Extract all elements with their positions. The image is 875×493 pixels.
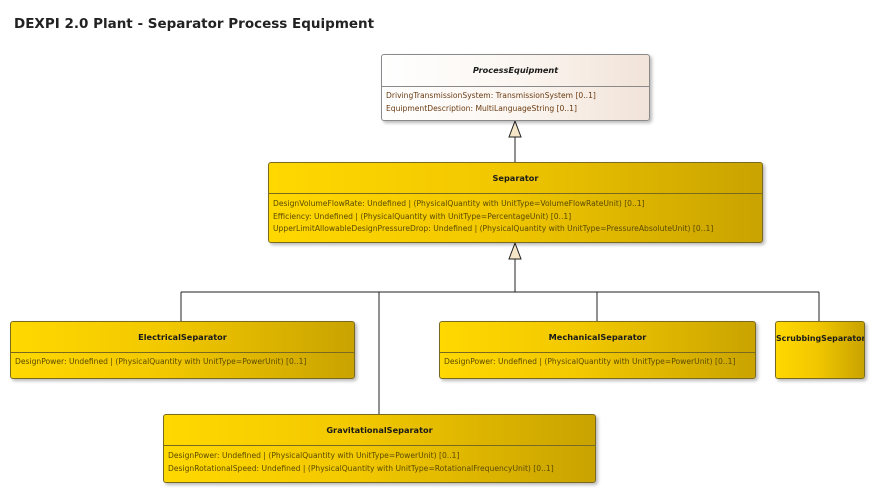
class-name: MechanicalSeparator [548, 332, 647, 342]
class-attributes: DesignPower: Undefined | (PhysicalQuanti… [164, 445, 595, 482]
class-attributes: DesignPower: Undefined | (PhysicalQuanti… [11, 352, 354, 378]
class-name: GravitationalSeparator [326, 425, 433, 435]
class-mechanicalseparator[interactable]: MechanicalSeparator DesignPower: Undefin… [439, 321, 756, 379]
attribute: DesignVolumeFlowRate: Undefined | (Physi… [273, 199, 645, 208]
attribute: Efficiency: Undefined | (PhysicalQuantit… [273, 211, 572, 221]
class-attributes: DesignPower: Undefined | (PhysicalQuanti… [440, 352, 755, 378]
class-gravitationalseparator[interactable]: GravitationalSeparator DesignPower: Unde… [163, 414, 596, 483]
class-name: ScrubbingSeparator [776, 334, 865, 343]
class-separator[interactable]: Separator DesignVolumeFlowRate: Undefine… [268, 162, 763, 243]
class-name: ProcessEquipment [472, 65, 559, 75]
diagram-title: DEXPI 2.0 Plant - Separator Process Equi… [14, 16, 375, 32]
class-attributes: DrivingTransmissionSystem: TransmissionS… [382, 86, 649, 120]
generalization-arrowhead-separator [508, 241, 522, 260]
attribute: DrivingTransmissionSystem: TransmissionS… [386, 91, 596, 100]
attribute: DesignPower: Undefined | (PhysicalQuanti… [168, 451, 460, 460]
class-name: Separator [492, 173, 539, 183]
class-processequipment[interactable]: ProcessEquipment DrivingTransmissionSyst… [381, 54, 650, 121]
generalization-arrowhead-processequipment [508, 119, 522, 138]
class-name: ElectricalSeparator [138, 332, 227, 342]
class-attributes: DesignVolumeFlowRate: Undefined | (Physi… [269, 193, 762, 242]
attribute: UpperLimitAllowableDesignPressureDrop: U… [273, 224, 714, 233]
class-scrubbingseparator[interactable]: ScrubbingSeparator [775, 321, 865, 379]
attribute: DesignPower: Undefined | (PhysicalQuanti… [15, 357, 307, 366]
class-electricalseparator[interactable]: ElectricalSeparator DesignPower: Undefin… [10, 321, 355, 379]
attribute: DesignRotationalSpeed: Undefined | (Phys… [168, 463, 554, 473]
attribute: EquipmentDescription: MultiLanguageStrin… [386, 103, 577, 113]
attribute: DesignPower: Undefined | (PhysicalQuanti… [444, 357, 736, 366]
